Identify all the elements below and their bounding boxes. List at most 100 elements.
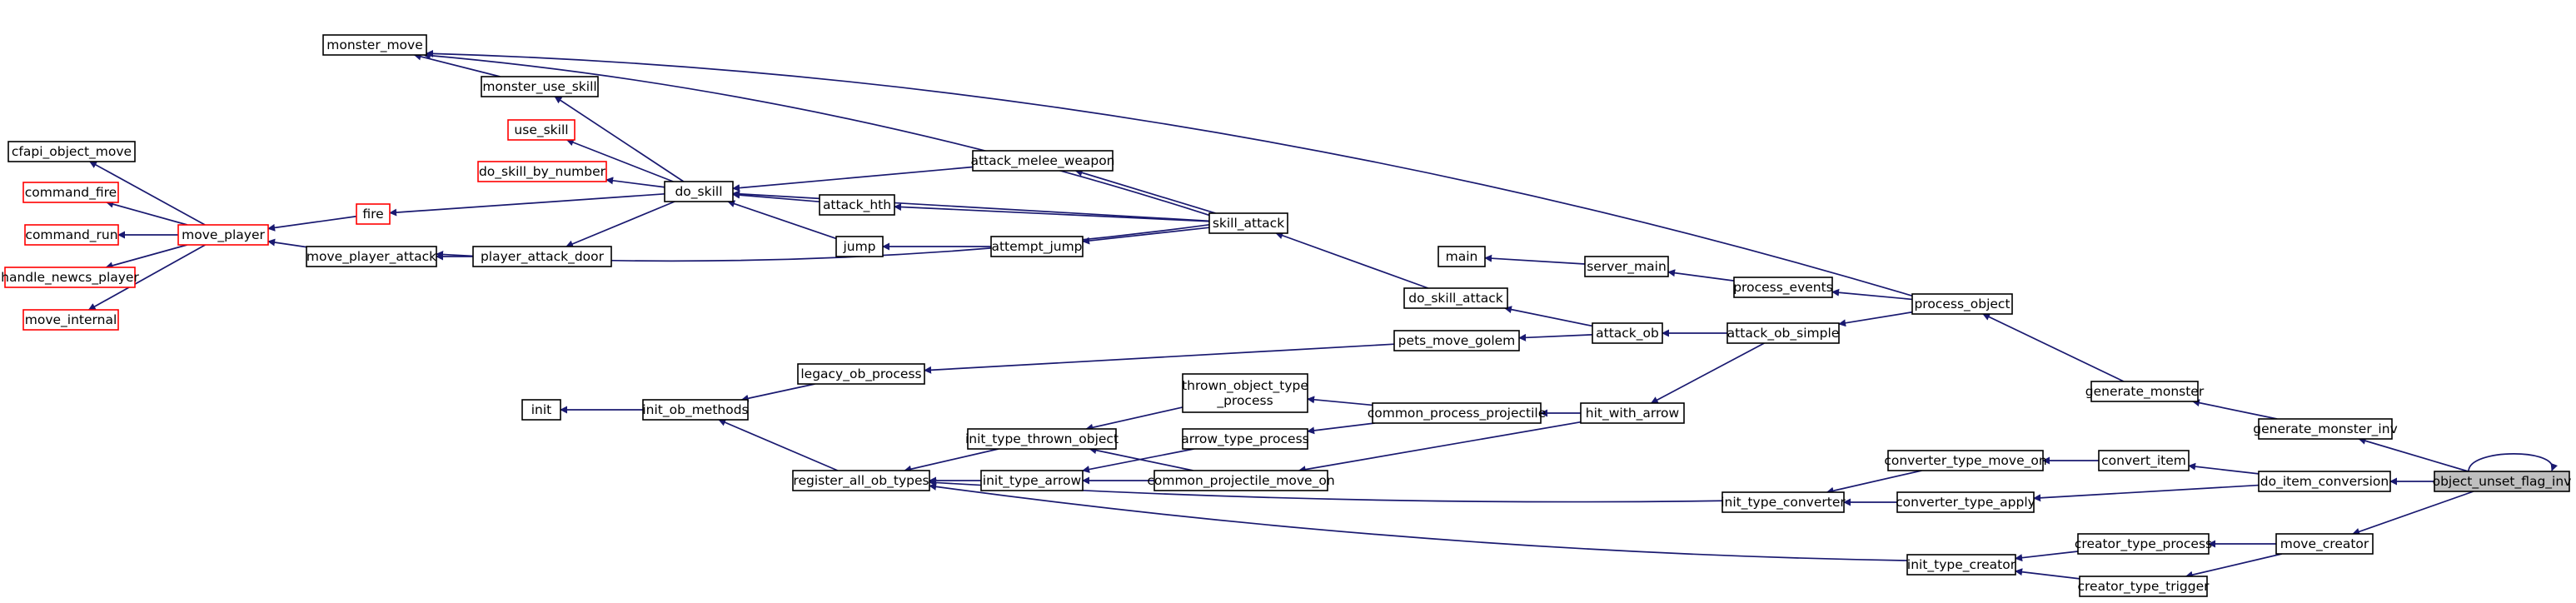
edge-skill_attack-to-monster_move: [422, 52, 1210, 217]
node-label: move_internal: [25, 312, 117, 328]
node-converter-type-apply[interactable]: converter_type_apply: [1896, 491, 2035, 513]
node-creator-type-process[interactable]: creator_type_process: [2075, 533, 2212, 555]
edge-move_creator-to-creator_type_trigger: [2185, 553, 2283, 579]
node-init-type-arrow[interactable]: init_type_arrow: [980, 470, 1084, 491]
node-attack-hth[interactable]: attack_hth: [819, 194, 895, 216]
node-label: creator_type_process: [2075, 536, 2212, 552]
node-box: [1182, 373, 1308, 413]
node-attempt-jump[interactable]: attempt_jump: [990, 236, 1084, 257]
node-legacy-ob-process[interactable]: legacy_ob_process: [797, 363, 925, 385]
node-box: [2434, 471, 2570, 492]
node-box: [1721, 491, 1845, 513]
node-pets-move-golem[interactable]: pets_move_golem: [1393, 330, 1520, 351]
node-label: object_unset_flag_inv: [2433, 474, 2572, 490]
node-label: do_skill_by_number: [479, 164, 606, 180]
node-generate-monster-inv[interactable]: generate_monster_inv: [2253, 418, 2398, 440]
edge-skill_attack-to-attempt_jump: [1082, 227, 1210, 245]
node-label: attack_melee_weapon: [970, 153, 1114, 169]
edge-move_player-to-handle_newcs_player: [105, 244, 187, 270]
node-use-skill[interactable]: use_skill: [507, 119, 575, 141]
node-label: command_fire: [25, 185, 117, 201]
node-init-ob-methods[interactable]: init_ob_methods: [642, 399, 749, 421]
node-label: converter_type_apply: [1896, 495, 2035, 511]
node-label: process_object: [1914, 297, 2010, 312]
edge-pets_move_golem-to-legacy_ob_process: [924, 343, 1395, 374]
node-init-type-creator[interactable]: init_type_creator: [1906, 554, 2016, 576]
node-label: common_projectile_move_on: [1147, 473, 1334, 489]
node-player-attack-door[interactable]: player_attack_door: [472, 246, 612, 267]
node-common-process-projectile[interactable]: common_process_projectile: [1368, 402, 1547, 424]
node-converter-type-move-on[interactable]: converter_type_move_on: [1884, 450, 2047, 471]
node-attack-ob-simple[interactable]: attack_ob_simple: [1726, 322, 1840, 344]
node-label: use_skill: [514, 122, 568, 138]
node-label: monster_use_skill: [482, 79, 596, 95]
node-label: move_player_attack: [306, 249, 436, 265]
node-move-creator[interactable]: move_creator: [2275, 533, 2374, 555]
node-monster-move[interactable]: monster_move: [322, 34, 427, 56]
node-generate-monster[interactable]: generate_monster: [2085, 381, 2205, 402]
node-label: attack_hth: [823, 197, 891, 213]
node-do-skill[interactable]: do_skill: [664, 181, 734, 202]
node-creator-type-trigger[interactable]: creator_type_trigger: [2078, 576, 2210, 597]
node-box: [2079, 576, 2208, 597]
edge-common_process_projectile-to-arrow_type_process: [1307, 422, 1375, 435]
node-box: [819, 194, 895, 216]
node-label: monster_move: [326, 37, 423, 53]
node-do-item-conversion[interactable]: do_item_conversion: [2258, 471, 2391, 492]
node-arrow-type-process[interactable]: arrow_type_process: [1181, 428, 1309, 450]
node-box: [835, 236, 884, 257]
node-init-type-converter[interactable]: init_type_converter: [1721, 491, 1846, 513]
node-common-projectile-move-on[interactable]: common_projectile_move_on: [1147, 470, 1335, 491]
node-label: move_creator: [2280, 536, 2369, 552]
node-thrown-object-type-process[interactable]: thrown_object_type_process: [1182, 373, 1308, 413]
edge-generate_monster-to-process_object: [1982, 313, 2125, 382]
node-object-unset-flag-inv[interactable]: object_unset_flag_inv: [2433, 471, 2572, 492]
node-command-fire[interactable]: command_fire: [22, 182, 119, 203]
edge-attack_hth-to-do_skill: [732, 191, 820, 203]
node-move-player[interactable]: move_player: [177, 224, 269, 246]
node-box: [1584, 256, 1669, 277]
node-label: init: [531, 402, 552, 417]
edge-thrown_object_type_process-to-init_type_thrown_object: [1085, 406, 1183, 431]
node-init-type-thrown-object[interactable]: init_type_thrown_object: [965, 428, 1119, 450]
node-jump[interactable]: jump: [835, 236, 884, 257]
edge-do_item_conversion-to-converter_type_apply: [2033, 484, 2260, 502]
node-box: [1726, 322, 1840, 344]
node-label: attack_ob: [1596, 326, 1659, 341]
node-box: [2258, 471, 2391, 492]
node-main[interactable]: main: [1437, 246, 1486, 267]
node-box: [1403, 287, 1508, 309]
node-label: attempt_jump: [991, 239, 1082, 255]
edge-creator_type_process-to-init_type_creator: [2015, 551, 2079, 562]
node-move-internal[interactable]: move_internal: [22, 309, 119, 331]
node-process-object[interactable]: process_object: [1911, 293, 2013, 315]
node-skill-attack[interactable]: skill_attack: [1208, 212, 1288, 234]
node-label: _process: [1216, 393, 1273, 409]
node-convert-item[interactable]: convert_item: [2098, 450, 2190, 471]
node-label: cfapi_object_move: [12, 144, 132, 160]
node-label: do_skill: [675, 184, 722, 200]
node-hit-with-arrow[interactable]: hit_with_arrow: [1580, 402, 1685, 424]
node-fire[interactable]: fire: [356, 203, 391, 225]
edge-do_skill-to-fire: [389, 192, 665, 217]
node-process-events[interactable]: process_events: [1733, 277, 1833, 298]
edge-do_skill-to-monster_use_skill: [554, 96, 685, 182]
node-init[interactable]: init: [521, 399, 561, 421]
node-label: do_skill_attack: [1408, 291, 1502, 306]
node-attack-melee-weapon[interactable]: attack_melee_weapon: [970, 150, 1115, 172]
edge-skill_attack-to-attack_melee_weapon: [1074, 169, 1216, 214]
node-cfapi-object-move[interactable]: cfapi_object_move: [7, 141, 136, 162]
node-attack-ob[interactable]: attack_ob: [1592, 322, 1663, 344]
node-handle-newcs-player[interactable]: handle_newcs_player: [1, 267, 139, 288]
edge-move_player-to-move_internal: [87, 244, 206, 311]
node-monster-use-skill[interactable]: monster_use_skill: [481, 76, 599, 97]
edge-process_events-to-server_main: [1667, 269, 1735, 282]
node-label: server_main: [1587, 259, 1667, 275]
node-do-skill-attack[interactable]: do_skill_attack: [1403, 287, 1508, 309]
node-move-player-attack[interactable]: move_player_attack: [306, 246, 437, 267]
node-server-main[interactable]: server_main: [1584, 256, 1669, 277]
node-do-skill-by-number[interactable]: do_skill_by_number: [477, 161, 607, 182]
node-command-run[interactable]: command_run: [24, 224, 119, 246]
edge-creator_type_trigger-to-init_type_creator: [2015, 568, 2080, 580]
node-register-all-ob-types[interactable]: register_all_ob_types: [792, 470, 930, 491]
